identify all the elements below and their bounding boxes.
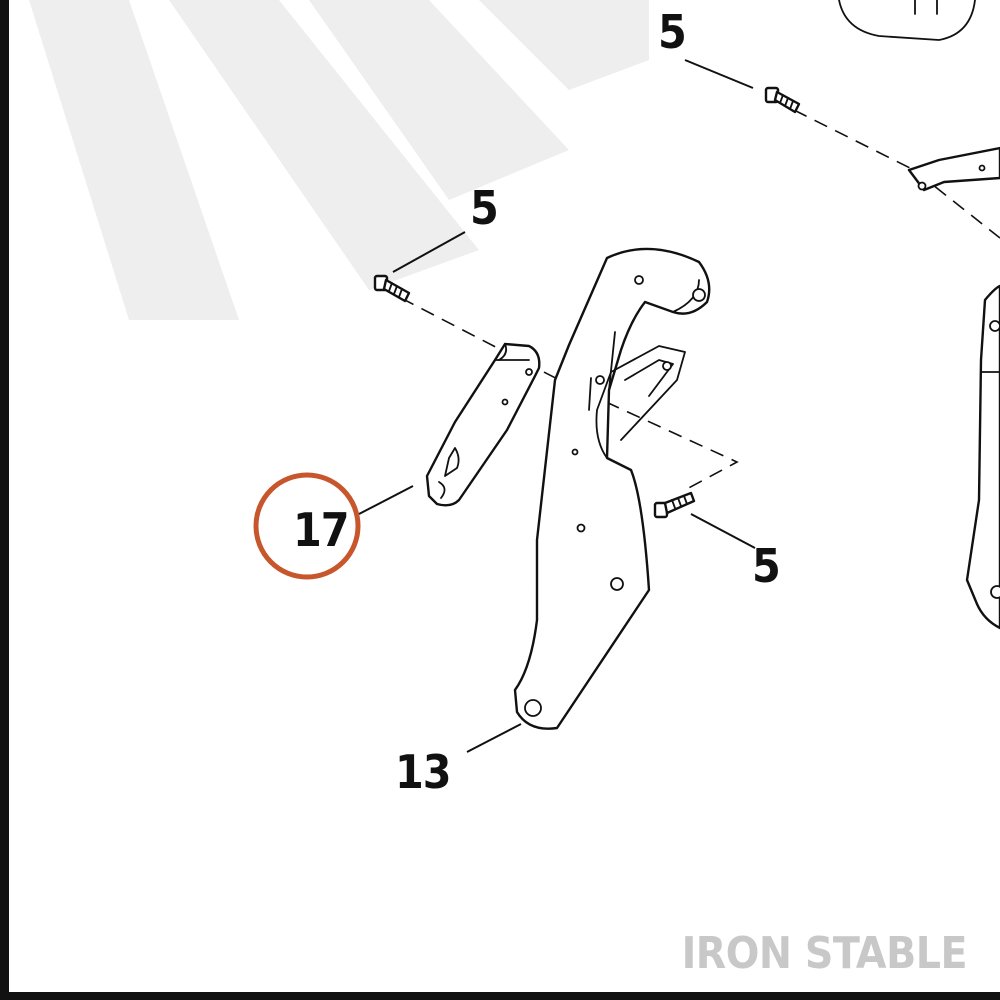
screw-top — [764, 86, 801, 114]
brand-logo: IRON STABLE — [682, 928, 967, 979]
callout-bracket-large: 13 — [395, 745, 451, 799]
assembly-lines — [400, 109, 1000, 491]
bracket-17 — [425, 342, 541, 507]
screw-upper-left — [373, 274, 411, 303]
callout-upper-left-screw: 5 — [470, 181, 498, 235]
partial-assembly-right — [838, 0, 1000, 630]
parts-diagram: 5 5 5 17 13 IRON STABLE — [29, 0, 1000, 979]
watermark-letters — [29, 0, 649, 320]
callout-lower-right-screw: 5 — [752, 539, 780, 593]
highlight-ring — [253, 472, 361, 580]
leader-lines — [358, 59, 756, 753]
callout-top-screw: 5 — [658, 5, 686, 59]
screw-lower-right — [653, 491, 696, 519]
callout-bracket-small: 17 — [293, 503, 349, 557]
bracket-13 — [513, 247, 711, 730]
